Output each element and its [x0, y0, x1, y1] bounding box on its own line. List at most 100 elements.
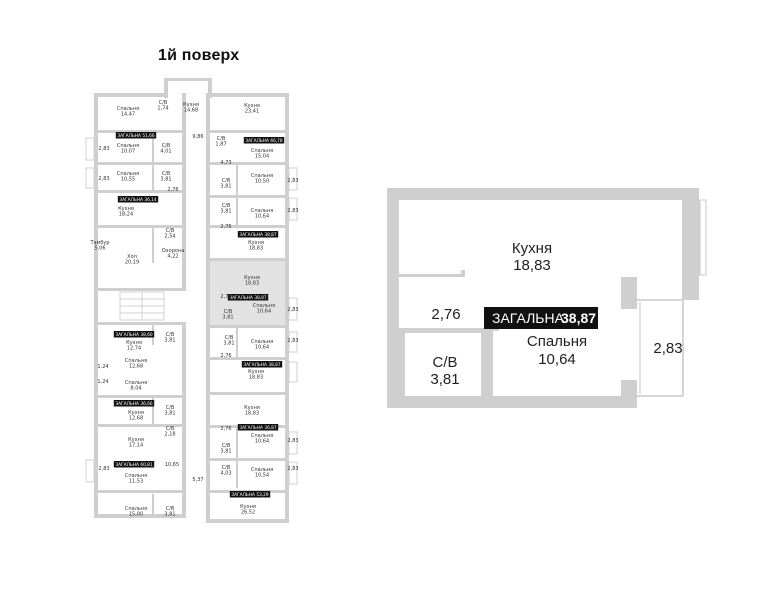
bedroom-area: 10,64	[538, 351, 576, 368]
room-area: 10,64	[255, 439, 269, 445]
room-area: 12,68	[129, 416, 143, 422]
spine-wall-left	[182, 93, 186, 288]
dimension-label: 2,83	[98, 176, 109, 182]
room-name: Спальня	[251, 433, 273, 439]
dimension-label: 2,83	[287, 307, 298, 313]
window	[699, 199, 707, 276]
bathroom-wall	[405, 330, 463, 333]
wall-right-upper	[682, 188, 699, 278]
room-name: С/В	[222, 443, 231, 449]
room-name: Кухня	[126, 340, 142, 346]
balcony	[85, 459, 95, 483]
room-area: 2,18	[164, 432, 175, 438]
partition	[94, 130, 182, 133]
room-name: С/В	[222, 178, 231, 184]
room-name: С/В	[224, 309, 233, 315]
total-label: ЗАГАЛЬНА	[492, 310, 565, 326]
room-area: 14,68	[184, 108, 198, 114]
room-area: 12,74	[127, 346, 141, 352]
total-badge	[237, 424, 279, 431]
total-badge	[115, 132, 157, 139]
room-name: Спальня	[251, 467, 273, 473]
partition	[94, 395, 182, 398]
highlighted-apartment[interactable]	[210, 261, 285, 325]
bedroom-name: Спальня	[527, 333, 587, 350]
room-area: 1,87	[215, 142, 226, 148]
room-area: 4,03	[220, 471, 231, 477]
outer-wall-bottom-left	[94, 514, 182, 518]
room-area: 18,83	[245, 281, 259, 287]
room-area: 26,52	[241, 510, 255, 516]
wall-top	[387, 188, 699, 200]
column	[621, 380, 637, 408]
bathroom-wall	[463, 330, 493, 333]
room-area: 20,19	[125, 260, 139, 266]
total-badge-label: ЗАГАЛЬНА 38,87	[239, 232, 277, 238]
room-area: 12,68	[129, 364, 143, 370]
room-name: Спальня	[125, 506, 147, 512]
room-area: 10,64	[255, 214, 269, 220]
room-name: Охорона	[162, 248, 185, 254]
total-badge-label: ЗАГАЛЬНА 38,87	[229, 295, 267, 301]
dimension-label: 2,76	[220, 224, 231, 230]
total-area-badge	[484, 307, 598, 329]
total-badge	[243, 137, 285, 144]
partition	[206, 258, 289, 261]
room-name: Кухня	[244, 275, 260, 281]
total-badge	[237, 231, 279, 238]
staircase	[119, 291, 165, 321]
total-badge-label: ЗАГАЛЬНА 36,87	[239, 425, 277, 431]
partition	[206, 130, 289, 133]
total-badge	[113, 331, 155, 338]
dimension-label: 2,83	[287, 438, 298, 444]
total-badge	[113, 461, 155, 468]
room-name: С/В	[166, 405, 175, 411]
room-name: Кухня	[248, 240, 264, 246]
partition	[94, 424, 182, 427]
room-name: С/В	[222, 203, 231, 209]
room-area: 18,83	[249, 246, 263, 252]
room-area: 11,53	[129, 479, 143, 485]
room-name: Спальня	[125, 358, 147, 364]
balcony	[288, 431, 298, 455]
room-area: 1,74	[157, 106, 168, 112]
dimension-label: 2,76	[220, 353, 231, 359]
dimension-label: 5,37	[192, 477, 203, 483]
partition	[206, 392, 289, 395]
room-name: Спальня	[125, 380, 147, 386]
room-area: 3,81	[220, 449, 231, 455]
dimension-label: 1,24	[97, 379, 108, 385]
room-area: 4,22	[167, 254, 178, 260]
balcony	[288, 361, 298, 383]
spine-wall-right	[206, 93, 210, 523]
total-badge-label: ЗАГАЛЬНА 53,29	[231, 492, 269, 498]
room-name: С/В	[166, 332, 175, 338]
room-area: 3,81	[220, 209, 231, 215]
room-name: Спальня	[251, 148, 273, 154]
balcony	[288, 461, 298, 485]
room-name: Спальня	[251, 208, 273, 214]
balcony	[85, 137, 95, 161]
room-area: 10,55	[121, 177, 135, 183]
outer-wall-top-right	[208, 93, 288, 97]
dim-left: 2,76	[431, 306, 460, 323]
total-badge-label: ЗАГАЛЬНА 38,87	[243, 362, 281, 368]
room-name: Спальня	[253, 303, 275, 309]
room-area: 10,07	[121, 149, 135, 155]
room-area: 3,81	[220, 184, 231, 190]
balcony-frame	[637, 299, 684, 397]
window-frame	[698, 200, 700, 275]
dimension-label: 2,83	[287, 208, 298, 214]
partition	[236, 165, 238, 225]
apartment-plan	[387, 188, 707, 408]
room-area: 18,83	[249, 375, 263, 381]
room-name: С/В	[166, 228, 175, 234]
outer-wall-right	[285, 93, 289, 523]
room-name: Кухня	[183, 102, 199, 108]
partition	[236, 328, 238, 358]
room-name: Спальня	[117, 106, 139, 112]
room-area: 10,50	[255, 179, 269, 185]
room-area: 23,41	[245, 109, 259, 115]
room-area: 15,00	[129, 512, 143, 518]
